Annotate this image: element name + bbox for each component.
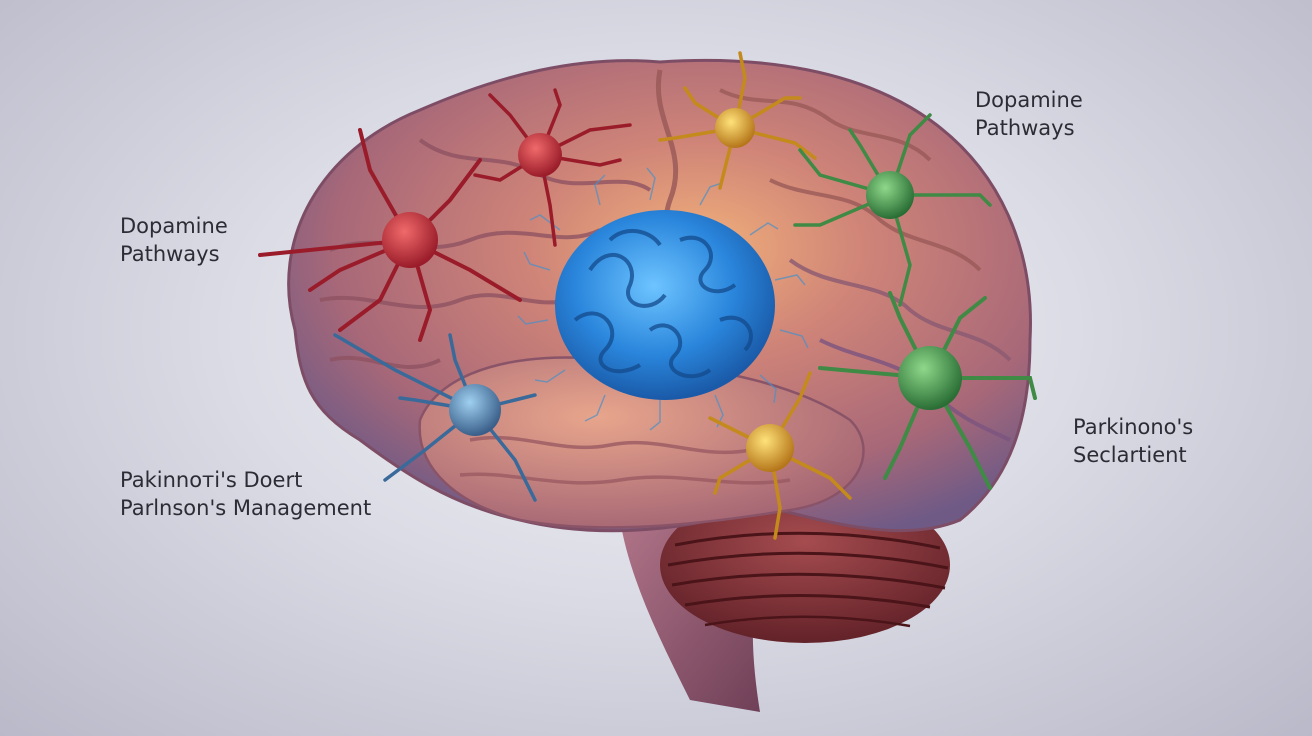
label-parkinsons-management: Pakinnoтi's Doert Parlnson's Management [120, 466, 371, 522]
neuron-red-1 [258, 128, 522, 342]
neuron-green-2 [818, 291, 1037, 490]
label-line: Pakinnoтi's Doert [120, 468, 303, 492]
label-line: Dopamine [975, 88, 1083, 112]
label-parkinsons-treatment: Parkinono's Seclartient [1073, 413, 1193, 469]
label-dopamine-pathways-left: Dopamine Pathways [120, 212, 228, 268]
label-line: Pathways [975, 116, 1075, 140]
label-line: Pathways [120, 242, 220, 266]
label-line: Dopamine [120, 214, 228, 238]
neuron-green-1 [793, 113, 992, 307]
label-line: Parlnson's Management [120, 496, 372, 520]
neuron-yellow-1 [658, 51, 817, 190]
label-dopamine-pathways-right: Dopamine Pathways [975, 86, 1083, 142]
neuron-yellow-2 [708, 371, 852, 540]
label-line: Parkinono's [1073, 415, 1194, 439]
label-line: Seclartient [1073, 443, 1187, 467]
neuron-red-2 [473, 88, 632, 247]
neuron-blue-1 [333, 333, 537, 502]
alpha-synuclein-protein-cluster [517, 167, 809, 431]
